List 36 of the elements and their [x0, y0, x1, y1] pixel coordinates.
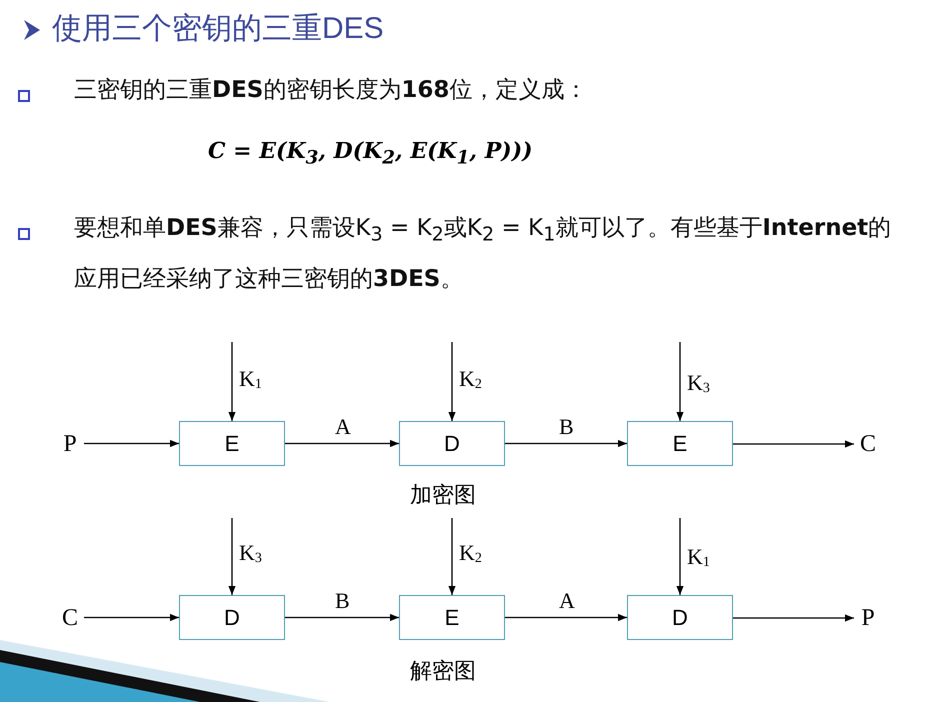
- arrow: [285, 614, 399, 622]
- box-label: D: [672, 604, 688, 630]
- arrow: [84, 440, 179, 448]
- node-label: C: [860, 430, 876, 458]
- arrow: [676, 518, 684, 595]
- box-label: D: [224, 604, 240, 630]
- process-box: [179, 595, 285, 640]
- arrow: [505, 614, 627, 622]
- arrow: [733, 440, 854, 448]
- bullet-text: 三密钥的三重DES的密钥长度为168位，定义成：: [74, 76, 588, 105]
- arrow: [733, 614, 854, 622]
- arrow: [676, 342, 684, 421]
- arrow: [228, 518, 236, 595]
- process-box: [399, 421, 505, 466]
- process-box: [399, 595, 505, 640]
- process-box: [179, 421, 285, 466]
- box-label: E: [672, 430, 688, 456]
- box-label: D: [444, 430, 460, 456]
- box-label: E: [444, 604, 460, 630]
- bullet-text: 要想和单DES兼容，只需设K$_{3}$ = K$_{2}$或K$_{2}$ = K$_{1}$就可以了。有些基于Internet的应用已经采纳了这种三密钥的3DES。: [74, 214, 892, 294]
- arrow: [285, 440, 399, 448]
- node-label: P: [63, 430, 77, 458]
- node-label: P: [861, 604, 875, 632]
- diagram-caption: 解密图: [410, 658, 476, 686]
- formula: C = E(K$_{3}$, D(K$_{2}$, E(K$_{1}$, P))): [208, 138, 533, 168]
- diagram-caption: 加密图: [410, 482, 476, 510]
- box-label: E: [224, 430, 240, 456]
- arrow: [84, 614, 179, 622]
- process-box: [627, 421, 733, 466]
- process-box: [627, 595, 733, 640]
- arrow: [448, 518, 456, 595]
- slide-title: 使用三个密钥的三重DES: [52, 11, 384, 47]
- node-label: C: [62, 604, 78, 632]
- arrow: [505, 440, 627, 448]
- arrow: [448, 342, 456, 421]
- arrow: [228, 342, 236, 421]
